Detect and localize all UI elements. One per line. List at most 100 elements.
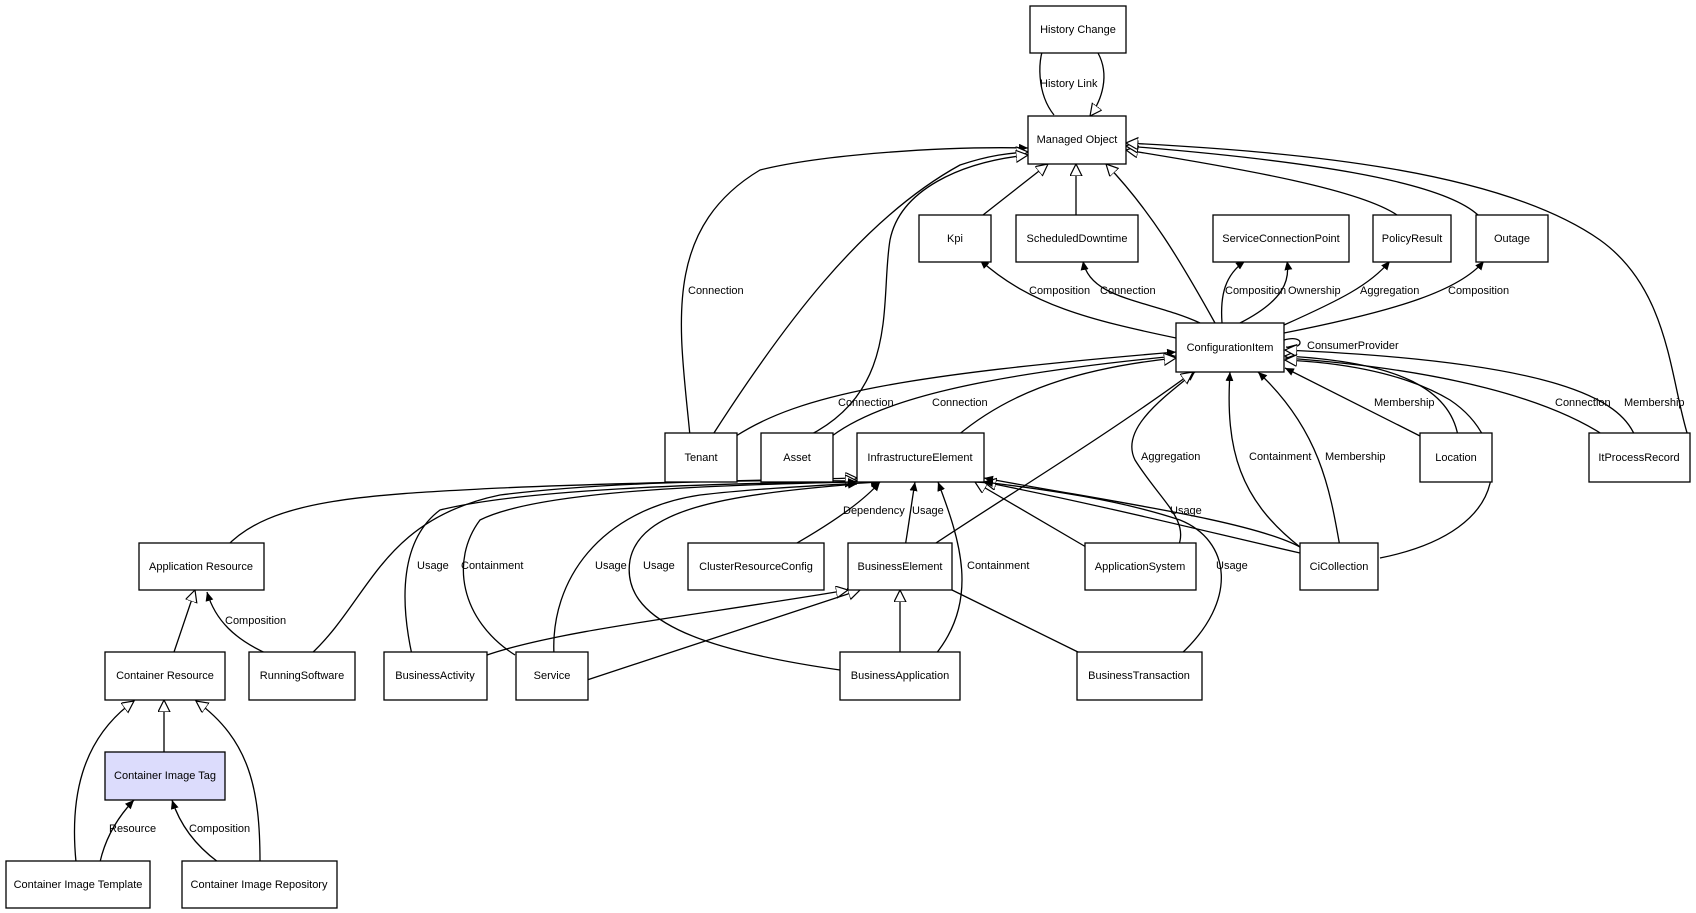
node-label: CiCollection [1310,561,1369,573]
node-business-element[interactable]: BusinessElement [847,542,953,591]
node-location[interactable]: Location [1419,432,1493,483]
node-label: InfrastructureElement [867,452,972,464]
edge-label-history-link: History Link [1040,78,1098,90]
edge-policy-result-managed-object-inherit [1126,150,1398,216]
node-cluster-resource-config[interactable]: ClusterResourceConfig [687,542,825,591]
node-outage[interactable]: Outage [1475,214,1549,263]
edge-label-cit-cit-resource: Resource [109,823,156,835]
node-application-system[interactable]: ApplicationSystem [1084,542,1197,591]
edge-label-asset-ci-connection: Connection [932,397,988,409]
edge-configuration-item-managed-object-inherit [1106,164,1216,324]
edge-label-ci-scp-ownership: Ownership [1288,285,1341,297]
edge-ci-policy-result-aggregation: Aggregation [1283,260,1419,326]
edge-label-ci-sd-connection: Connection [1100,285,1156,297]
node-container-image-repository[interactable]: Container Image Repository [181,860,338,909]
edge-label-rs-ar-composition: Composition [225,615,286,627]
node-kpi[interactable]: Kpi [918,214,992,263]
edge-business-activity-ie-usage: Usage [404,478,858,656]
node-infrastructure-element[interactable]: InfrastructureElement [856,432,985,483]
edge-label-ba-ie-usage: Usage [417,560,449,572]
node-application-resource[interactable]: Application Resource [138,542,265,591]
edges: History Link Connection [73,36,1689,863]
edge-ci-collection-ci-membership: Membership [1257,371,1386,548]
node-business-transaction[interactable]: BusinessTransaction [1076,651,1203,701]
node-label: Service [534,670,571,682]
edge-ci-kpi-composition: Composition [979,259,1177,339]
nodes: History Change Managed Object Kpi Schedu… [5,5,1691,909]
edge-label-be-ie-usage: Usage [912,505,944,517]
node-label: BusinessApplication [851,670,949,682]
node-label: Application Resource [149,561,253,573]
node-configuration-item[interactable]: ConfigurationItem [1175,322,1285,373]
node-label: Container Resource [116,670,214,682]
edge-service-be-inherit [586,590,860,681]
edge-business-application-ie-containment: Containment [934,481,1029,656]
node-container-image-tag[interactable]: Container Image Tag [104,751,226,801]
node-asset[interactable]: Asset [760,432,834,483]
node-label: ApplicationSystem [1095,561,1186,573]
node-label: Tenant [684,452,717,464]
edge-tenant-managed-object-inherit [711,152,1028,437]
edge-ci-consumer-provider: ConsumerProvider [1283,338,1399,353]
edge-label-as-ci-aggregation: Aggregation [1141,451,1200,463]
node-history-change[interactable]: History Change [1029,5,1127,54]
node-label: ServiceConnectionPoint [1222,233,1339,245]
edge-container-resource-ar-inherit [172,590,195,656]
edge-business-application-ie-usage: Usage [628,480,858,671]
edge-label-ci-kpi-composition: Composition [1029,285,1090,297]
node-business-application[interactable]: BusinessApplication [839,651,961,701]
edge-label-ci-scp-composition: Composition [1225,285,1286,297]
node-label: BusinessTransaction [1088,670,1190,682]
edge-ci-collection-ci-inherit [1285,360,1493,559]
edge-label-bt-ie-usage: Usage [1216,560,1248,572]
edge-business-transaction-be-inherit [951,589,1085,656]
node-label: BusinessElement [858,561,943,573]
node-label: ScheduledDowntime [1027,233,1128,245]
edge-ci-scp-ownership: Ownership [1239,260,1341,324]
edge-template-cr-inherit [73,701,134,863]
edge-ci-scp-composition: Composition [1220,260,1286,324]
node-policy-result[interactable]: PolicyResult [1372,214,1452,263]
edge-crc-ie-dependency: Dependency [789,481,905,548]
edge-service-ie-containment: Containment [461,478,858,656]
edge-application-system-ie-inherit [975,482,1087,548]
edge-ci-collection-ci-containment: Containment [1225,371,1311,548]
node-ci-collection[interactable]: CiCollection [1299,542,1379,591]
node-service[interactable]: Service [515,651,589,701]
node-label: Container Image Tag [114,770,216,782]
edge-service-ie-usage: Usage [553,478,881,656]
node-business-activity[interactable]: BusinessActivity [383,651,488,701]
node-label: PolicyResult [1382,233,1443,245]
edge-asset-ci-connection: Connection [831,352,1177,437]
node-managed-object[interactable]: Managed Object [1027,115,1127,165]
node-label: History Change [1040,24,1116,36]
edge-business-transaction-ie-usage: Usage [983,479,1248,656]
node-label: Asset [783,452,811,464]
node-label: Outage [1494,233,1530,245]
edge-outage-managed-object-inherit [1126,146,1479,216]
edge-business-activity-be-inherit [486,590,848,656]
edge-application-system-ci-aggregation: Aggregation [1131,371,1200,548]
edge-label-itpr-mo-membership: Membership [1624,397,1685,409]
node-running-software[interactable]: RunningSoftware [248,651,356,701]
node-label: Location [1435,452,1477,464]
node-container-image-template[interactable]: Container Image Template [5,860,151,909]
node-it-process-record[interactable]: ItProcessRecord [1588,432,1691,483]
edge-ci-collection-ie-usage: Usage [983,475,1301,548]
edge-application-resource-ie-inherit [225,478,857,548]
edge-tenant-ci-connection: Connection [735,348,1177,437]
edge-label-cic-ci-containment: Containment [1249,451,1311,463]
edge-repository-cr-inherit [196,701,261,863]
node-label: Container Image Repository [191,879,328,891]
edge-label-tenant-ci-connection: Connection [838,397,894,409]
node-label: ClusterResourceConfig [699,561,813,573]
node-tenant[interactable]: Tenant [664,432,738,483]
node-scheduled-downtime[interactable]: ScheduledDowntime [1015,214,1139,263]
edge-label-location-ci-membership: Membership [1374,397,1435,409]
edge-location-ci-inherit [1285,356,1459,437]
edge-itpr-ci-connection: Connection [1284,354,1611,437]
node-container-resource[interactable]: Container Resource [104,651,226,701]
node-label: Managed Object [1037,134,1118,146]
node-service-connection-point[interactable]: ServiceConnectionPoint [1212,214,1350,263]
